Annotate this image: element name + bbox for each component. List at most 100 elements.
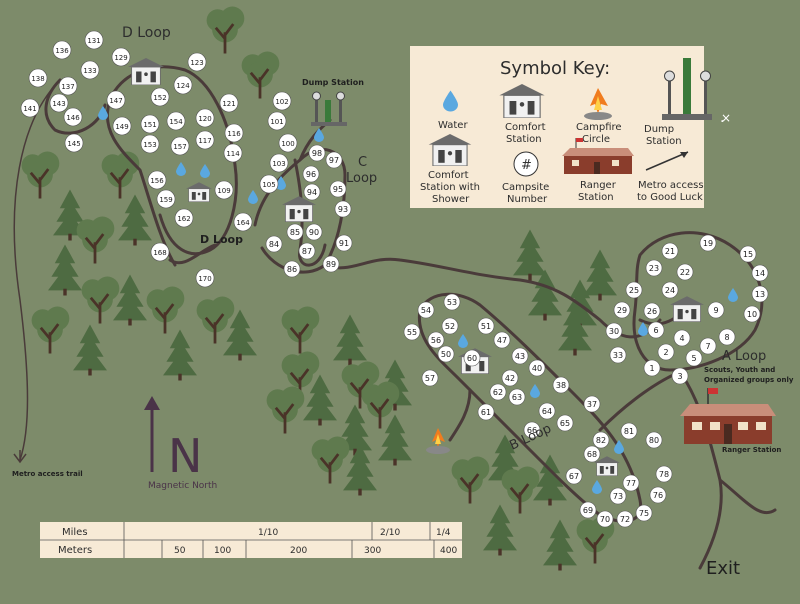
- campsite-82: 82: [592, 431, 610, 449]
- metro-trail-label: Metro access trail: [12, 470, 83, 478]
- campsite-66: 66: [523, 421, 541, 439]
- campsite-13: 13: [751, 285, 769, 303]
- campsite-number: 129: [114, 54, 127, 62]
- campsite-number: 60: [467, 354, 477, 363]
- compass: N Magnetic North: [144, 396, 217, 491]
- campsite-143: 143: [49, 93, 69, 113]
- campsite-80: 80: [645, 431, 663, 449]
- campsite-number: 95: [333, 185, 343, 194]
- campsite-96: 96: [302, 165, 320, 183]
- campsite-number: 138: [31, 75, 44, 83]
- scale-tick: 1/4: [436, 528, 451, 538]
- campsite-76: 76: [649, 486, 667, 504]
- campsite-164: 164: [233, 212, 253, 232]
- campsite-90: 90: [305, 223, 323, 241]
- campsite-26: 26: [643, 302, 661, 320]
- campsite-77: 77: [622, 474, 640, 492]
- campsite-6: 6: [647, 321, 665, 339]
- campsite-3: 3: [671, 367, 689, 385]
- deciduous-tree-icon: [205, 5, 246, 55]
- deciduous-tree-icon: [450, 455, 491, 505]
- campsite-number: 94: [307, 188, 317, 197]
- campsite-number: 90: [309, 228, 319, 237]
- campsite-129: 129: [111, 47, 131, 67]
- campsite-47: 47: [493, 331, 511, 349]
- exit-cursor-2: ×: [721, 111, 731, 125]
- water-icon: [314, 128, 324, 142]
- pine-tree-icon: [48, 244, 82, 296]
- campsite-70: 70: [596, 510, 614, 528]
- compass-caption: Magnetic North: [148, 481, 217, 491]
- campsite-number: 42: [505, 374, 515, 383]
- campsite-121: 121: [219, 93, 239, 113]
- comfort-station-icon: [186, 182, 212, 202]
- comfort-station-icon: [670, 296, 704, 322]
- c-loop-label-1: C: [358, 155, 367, 170]
- deciduous-tree-icon: [500, 465, 541, 515]
- compass-letter: N: [168, 429, 202, 483]
- campsite-number: 38: [556, 381, 566, 390]
- pine-tree-icon: [118, 194, 152, 246]
- campsite-64: 64: [538, 402, 556, 420]
- campsite-number: 70: [600, 515, 610, 524]
- campsite-number: 33: [613, 351, 623, 360]
- campsite-86: 86: [283, 260, 301, 278]
- campsite-117: 117: [195, 130, 215, 150]
- campsite-number: 78: [659, 470, 669, 479]
- campsite-number: 86: [287, 265, 297, 274]
- campsite-91: 91: [335, 234, 353, 252]
- campsite-number: 57: [425, 374, 435, 383]
- scale-bar: Miles Meters 1/10 2/10 1/4 50 100 200 30…: [40, 522, 462, 558]
- pine-tree-icon: [513, 229, 547, 281]
- campsite-number: 68: [587, 450, 597, 459]
- campsite-38: 38: [552, 376, 570, 394]
- campsite-number: 25: [629, 286, 639, 295]
- campsite-number: 159: [159, 196, 172, 204]
- campsite-124: 124: [173, 75, 193, 95]
- campsite-number: 5: [691, 354, 696, 363]
- campsite-131: 131: [84, 30, 104, 50]
- campsite-98: 98: [308, 144, 326, 162]
- campsite-number: 123: [190, 59, 203, 67]
- deciduous-tree-icon: [240, 50, 281, 100]
- campsite-123: 123: [187, 52, 207, 72]
- a-loop-note: Scouts, Youth and: [704, 366, 775, 374]
- c-loop-label-2: Loop: [346, 171, 377, 186]
- campsite-37: 37: [583, 395, 601, 413]
- campsite-102: 102: [272, 91, 292, 111]
- ranger-station-label: Ranger Station: [722, 446, 781, 454]
- campsite-number: 156: [150, 177, 164, 185]
- campsite-number: 55: [407, 328, 417, 337]
- d-loop-label: D Loop: [200, 233, 243, 246]
- scale-tick: 2/10: [380, 528, 400, 538]
- campsite-78: 78: [655, 465, 673, 483]
- campsite-number: 8: [724, 333, 729, 342]
- campsite-number: 81: [624, 427, 634, 436]
- pine-tree-icon: [378, 414, 412, 466]
- campsite-5: 5: [685, 349, 703, 367]
- key-item-label: Number: [507, 194, 548, 205]
- campsite-number: 124: [176, 82, 190, 90]
- campsite-number: 154: [169, 118, 183, 126]
- key-item-label: Station: [578, 192, 614, 203]
- a-loop-label: A Loop: [722, 349, 766, 364]
- campsite-number: 15: [743, 250, 753, 259]
- a-loop-note-2: Organized groups only: [704, 376, 794, 384]
- campsite-14: 14: [751, 264, 769, 282]
- campsite-number: 62: [493, 388, 503, 397]
- campsite-number: 164: [236, 219, 250, 227]
- campsite-number: 73: [613, 492, 623, 501]
- campsite-85: 85: [286, 223, 304, 241]
- campsite-101: 101: [267, 111, 287, 131]
- campsite-87: 87: [298, 242, 316, 260]
- campsite-number: 6: [653, 326, 658, 335]
- campsite-19: 19: [699, 234, 717, 252]
- campsite-68: 68: [583, 445, 601, 463]
- campsite-109: 109: [214, 180, 234, 200]
- campsite-number: 30: [609, 327, 619, 336]
- campsite-43: 43: [511, 347, 529, 365]
- campsite-145: 145: [64, 133, 84, 153]
- scale-tick: 1/10: [258, 528, 278, 538]
- campsite-number: 29: [617, 306, 627, 315]
- campsite-number: 100: [281, 140, 294, 148]
